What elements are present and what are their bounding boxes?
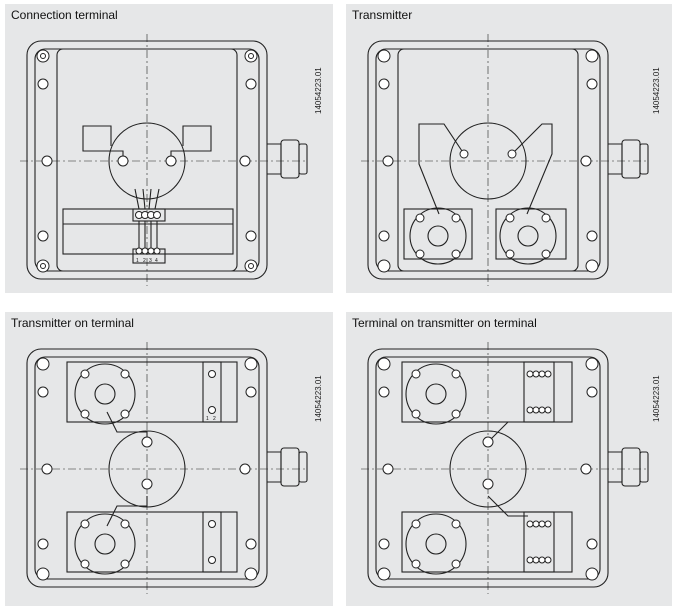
panel-title: Connection terminal: [11, 8, 118, 22]
transmitter-diagram: [361, 34, 649, 286]
panel-title: Transmitter on terminal: [11, 316, 134, 330]
connection-terminal-diagram: 1 2 3 4: [20, 34, 308, 286]
panel-terminal-on-transmitter-on-terminal: Terminal on transmitter on terminal 1405…: [346, 312, 672, 606]
transmitter-label-1: 1: [206, 416, 209, 422]
terminal-label-3: 3: [149, 258, 152, 264]
terminal-label-2: 2: [143, 258, 146, 264]
terminal-label-4: 4: [155, 258, 158, 264]
panel-transmitter: Transmitter 14054223.01: [346, 4, 672, 293]
terminal-label-1: 1: [136, 258, 139, 264]
panel-title: Transmitter: [352, 8, 413, 22]
panel-connection-terminal: Connection terminal 14054223.01: [5, 4, 333, 293]
transmitter-label-2: 2: [213, 416, 216, 422]
terminal-on-transmitter-on-terminal-diagram: [361, 342, 649, 594]
panel-transmitter-on-terminal: Transmitter on terminal 14054223.01: [5, 312, 333, 606]
transmitter-on-terminal-diagram: 1 2: [20, 342, 308, 594]
panel-title: Terminal on transmitter on terminal: [352, 316, 537, 330]
